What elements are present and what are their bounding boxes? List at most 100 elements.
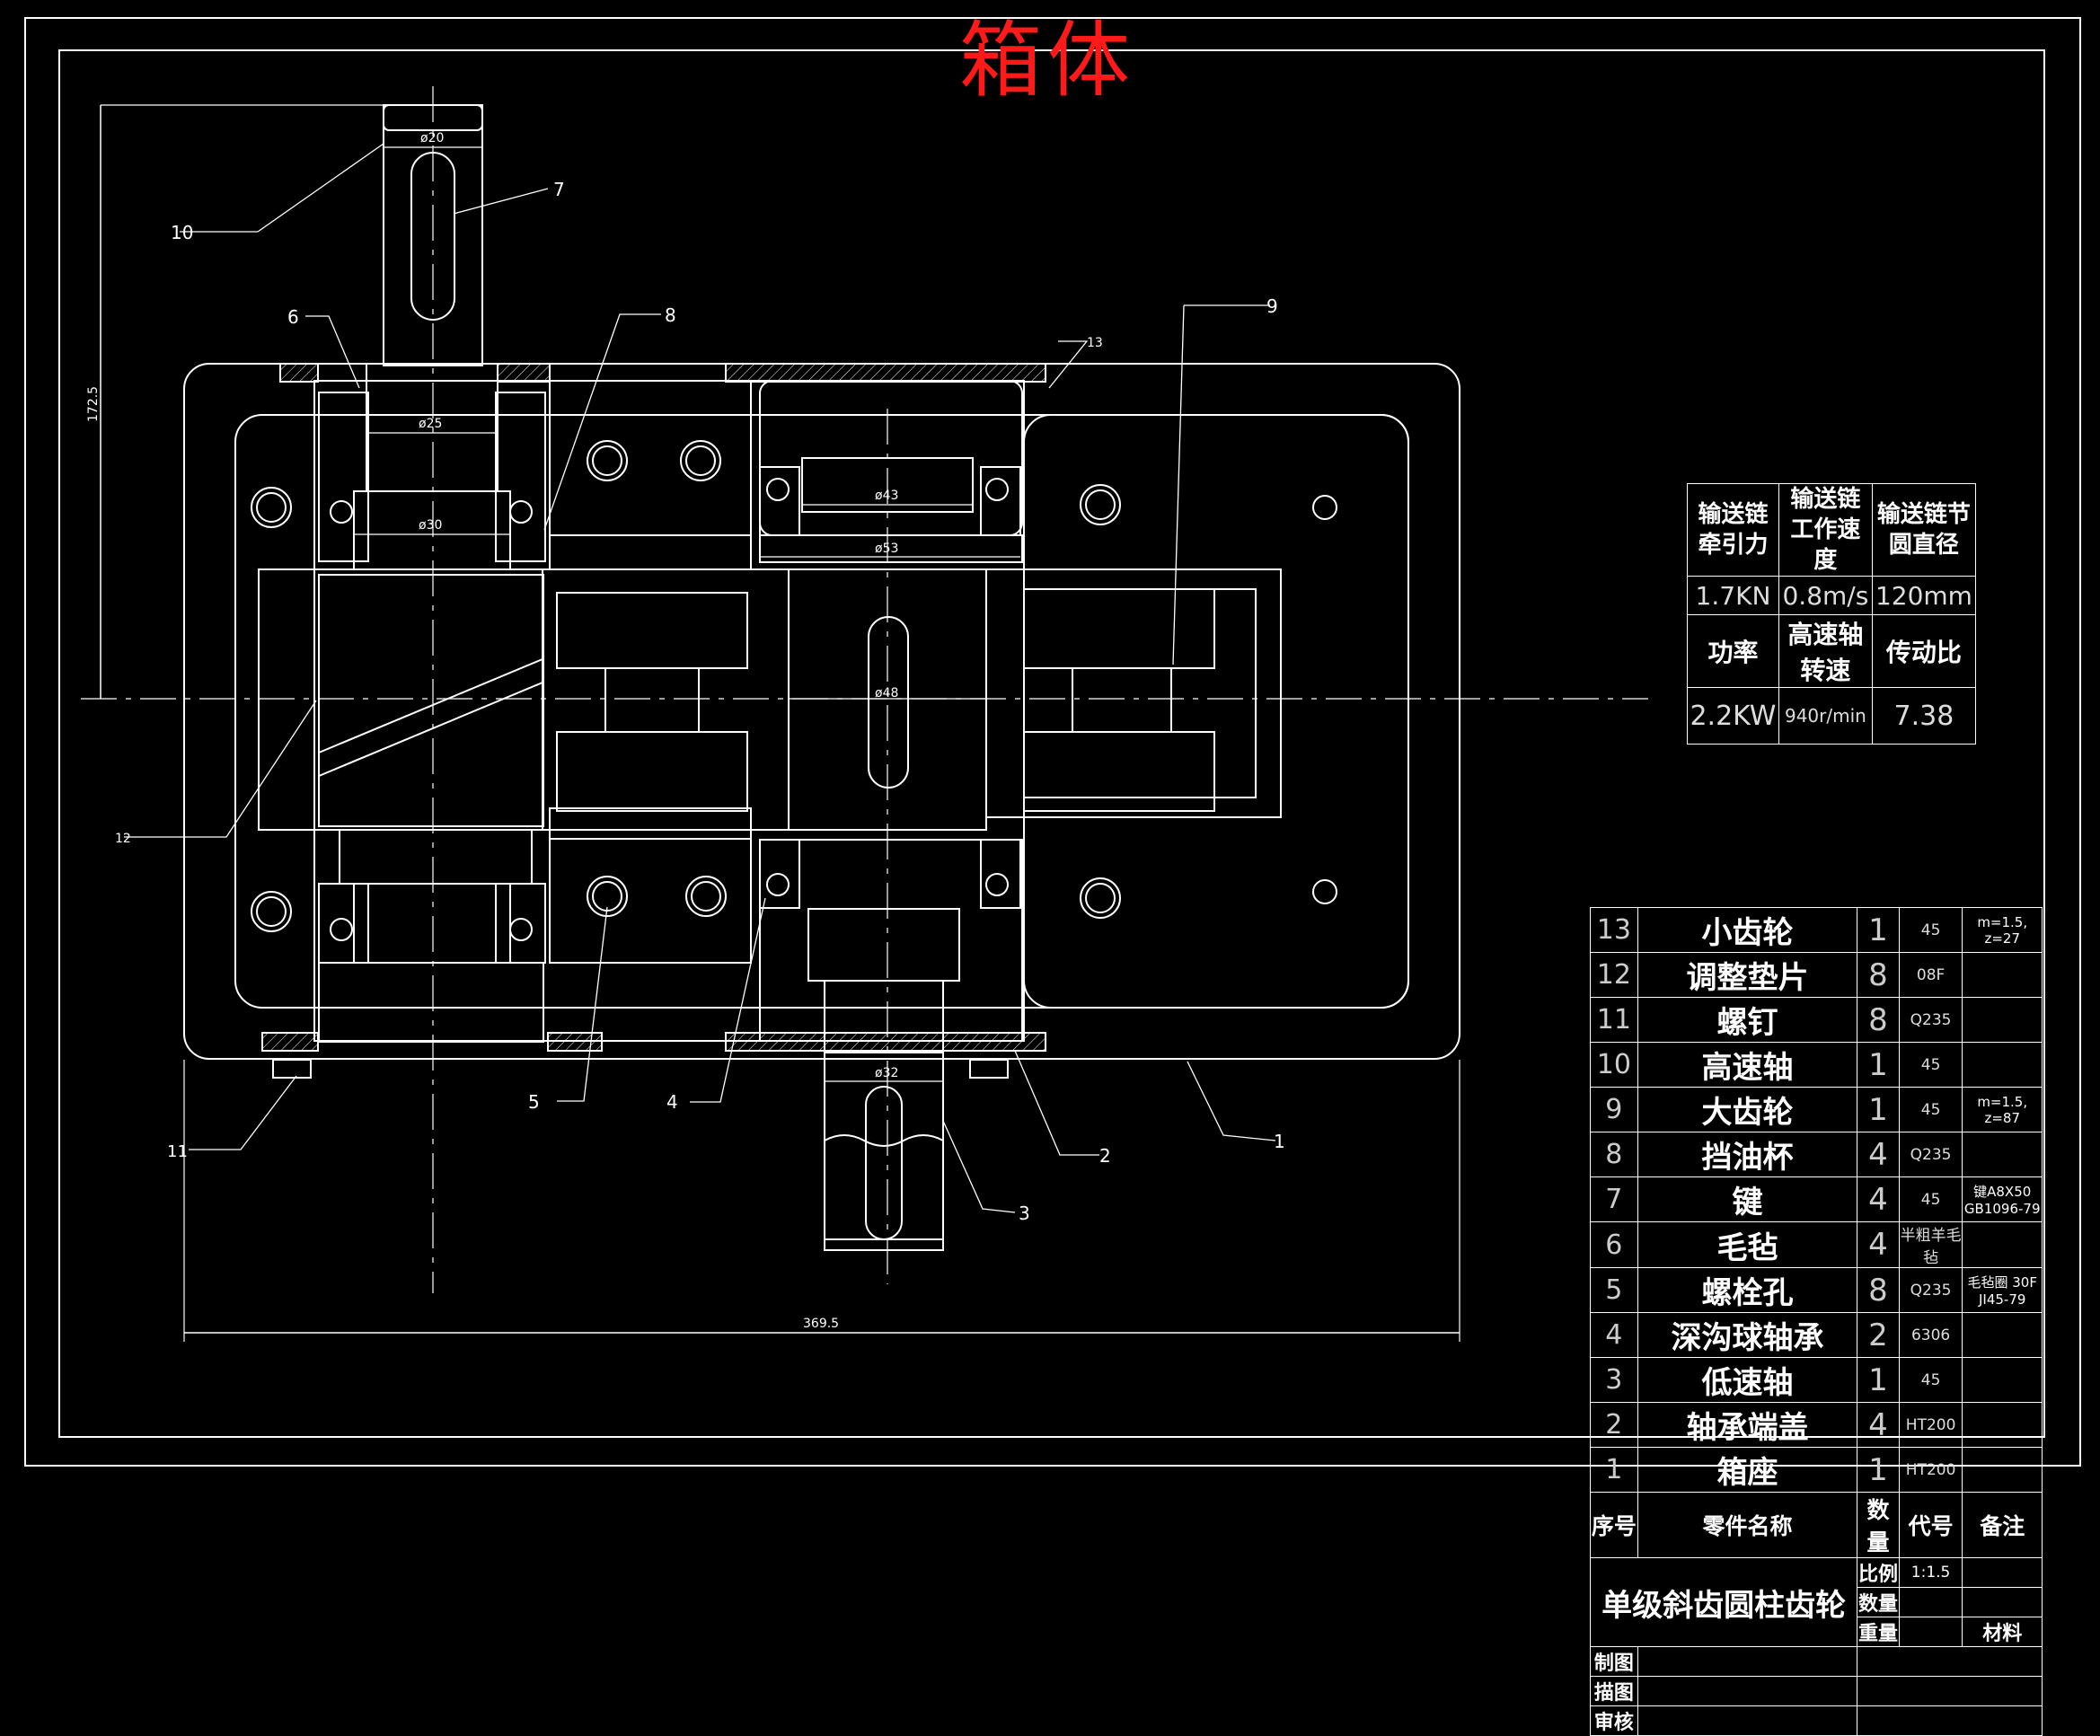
callout-2: 2 xyxy=(1099,1145,1111,1167)
spec-v5: 940r/min xyxy=(1778,687,1873,745)
bom-no: 3 xyxy=(1590,1357,1638,1403)
bom-qty: 8 xyxy=(1857,952,1900,998)
bom-code: 半粗羊毛毡 xyxy=(1898,1221,1963,1268)
bom-code: Q235 xyxy=(1898,1267,1963,1313)
bom-qty: 1 xyxy=(1857,1357,1900,1403)
bom-hdr-no: 序号 xyxy=(1590,1492,1638,1558)
scale-label: 比例 xyxy=(1857,1557,1900,1588)
blank-cell-3 xyxy=(1962,1587,2043,1617)
material-label: 材料 xyxy=(1962,1617,2043,1647)
big-gear xyxy=(985,568,1282,818)
dim-w369: 369.5 xyxy=(803,1317,839,1331)
blank-cell-5 xyxy=(1637,1646,1858,1677)
bom-qty: 1 xyxy=(1857,1042,1900,1088)
callout-13: 13 xyxy=(1087,336,1103,350)
bom-code: Q235 xyxy=(1898,997,1963,1043)
dim-h172: 172.5 xyxy=(86,386,101,422)
assembly-drawing: ø20 ø25 ø30 ø43 ø53 ø48 ø32 172.5 369.5 … xyxy=(24,17,2081,1467)
bom-no: 4 xyxy=(1590,1312,1638,1358)
bom-code: Q235 xyxy=(1898,1132,1963,1177)
blank-cell-9 xyxy=(1637,1705,1858,1736)
bom-name: 箱座 xyxy=(1637,1447,1858,1493)
spec-h4: 功率 xyxy=(1687,614,1779,688)
bom-no: 8 xyxy=(1590,1132,1638,1177)
bom-qty: 1 xyxy=(1857,907,1900,953)
bom-qty: 4 xyxy=(1857,1132,1900,1177)
inner-frame xyxy=(58,49,2045,1438)
bom-remark: m=1.5, z=27 xyxy=(1962,907,2043,953)
callout-3: 3 xyxy=(1019,1203,1030,1224)
bom-name: 键 xyxy=(1637,1176,1858,1222)
callout-9: 9 xyxy=(1266,295,1278,317)
callout-11: 11 xyxy=(167,1142,188,1161)
bom-no: 7 xyxy=(1590,1176,1638,1222)
bom-name: 螺钉 xyxy=(1637,997,1858,1043)
qty-label: 数量 xyxy=(1857,1587,1900,1617)
bom-code: HT200 xyxy=(1898,1447,1963,1493)
bom-remark xyxy=(1962,1132,2043,1177)
bom-no: 2 xyxy=(1590,1402,1638,1448)
bom-name: 大齿轮 xyxy=(1637,1087,1858,1132)
bom-name: 调整垫片 xyxy=(1637,952,1858,998)
bom-qty: 8 xyxy=(1857,997,1900,1043)
spec-v2: 0.8m/s xyxy=(1778,576,1873,615)
spec-v1: 1.7KN xyxy=(1687,576,1779,615)
bom-remark xyxy=(1962,1447,2043,1493)
bom-remark xyxy=(1962,1221,2043,1268)
scale-value: 1:1.5 xyxy=(1898,1557,1963,1588)
spec-h6: 传动比 xyxy=(1871,614,1977,688)
bom-hdr-qty: 数量 xyxy=(1857,1492,1900,1558)
bom-no: 1 xyxy=(1590,1447,1638,1493)
bom-code: HT200 xyxy=(1898,1402,1963,1448)
callout-4: 4 xyxy=(666,1091,678,1113)
bom-remark xyxy=(1962,1402,2043,1448)
bom-no: 9 xyxy=(1590,1087,1638,1132)
spec-v3: 120mm xyxy=(1871,576,1977,615)
spec-table: 输送链牵引力 输送链工作速度 输送链节圆直径 1.7KN 0.8m/s 120m… xyxy=(1687,483,1977,745)
dim-d25: ø25 xyxy=(419,417,442,431)
spec-h2: 输送链工作速度 xyxy=(1778,483,1873,577)
housing-inner xyxy=(234,414,1409,1009)
dim-d20: ø20 xyxy=(420,131,444,145)
outer-frame xyxy=(24,17,2081,1467)
callout-1: 1 xyxy=(1274,1131,1285,1152)
bom-no: 11 xyxy=(1590,997,1638,1043)
bom-code: 45 xyxy=(1898,1176,1963,1222)
spec-h3: 输送链节圆直径 xyxy=(1871,483,1977,577)
spec-v6: 7.38 xyxy=(1871,687,1977,745)
bom-qty: 4 xyxy=(1857,1176,1900,1222)
bom-code: 45 xyxy=(1898,907,1963,953)
bom-qty: 4 xyxy=(1857,1221,1900,1268)
bom-name: 轴承端盖 xyxy=(1637,1402,1858,1448)
bom-remark: 键A8X50 GB1096-79 xyxy=(1962,1176,2043,1222)
bom-no: 5 xyxy=(1590,1267,1638,1313)
callout-8: 8 xyxy=(665,304,676,326)
bom-qty: 8 xyxy=(1857,1267,1900,1313)
drawing-title: 箱体 xyxy=(959,13,1136,109)
bom-code: 08F xyxy=(1898,952,1963,998)
bom-remark xyxy=(1962,952,2043,998)
bom-name: 高速轴 xyxy=(1637,1042,1858,1088)
bom-hdr-name: 零件名称 xyxy=(1637,1492,1858,1558)
bom-remark: 毛毡圈 30F JI45-79 xyxy=(1962,1267,2043,1313)
bom-name: 毛毡 xyxy=(1637,1221,1858,1268)
callout-10: 10 xyxy=(171,222,193,243)
bom-name: 螺栓孔 xyxy=(1637,1267,1858,1313)
bom-remark xyxy=(1962,1042,2043,1088)
callout-6: 6 xyxy=(287,306,299,328)
bom-hdr-remark: 备注 xyxy=(1962,1492,2043,1558)
bom-code: 6306 xyxy=(1898,1312,1963,1358)
blank-cell-6 xyxy=(1857,1646,2043,1677)
